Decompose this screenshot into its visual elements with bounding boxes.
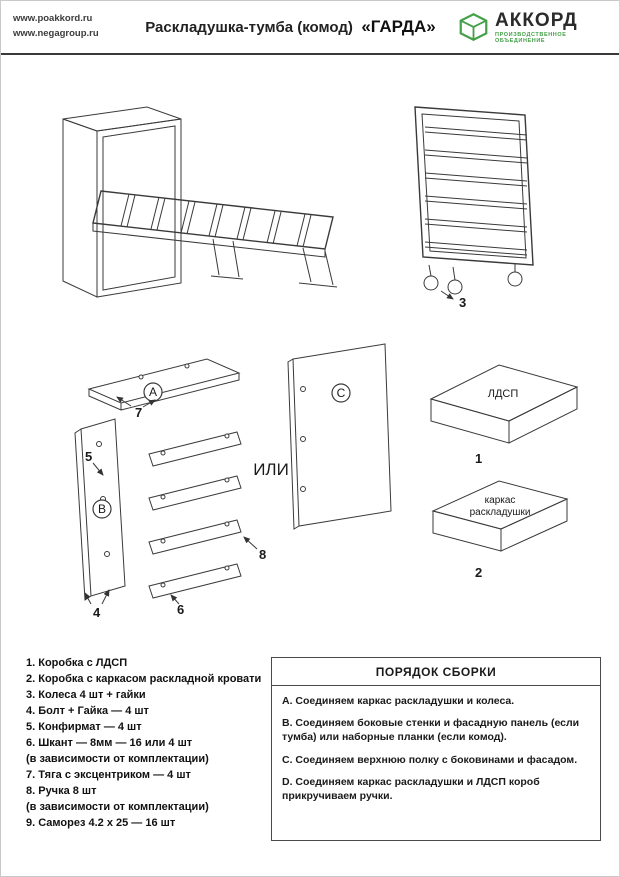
parts-item: 6. Шкант — 8мм — 16 или 4 шт — [26, 737, 193, 749]
parts-item: 2. Коробка с каркасом раскладной кровати — [26, 673, 262, 685]
frame-box-label-line2: раскладушки — [470, 507, 531, 518]
assembly-step-b: B. Соединяем боковые стенки и фасадную п… — [282, 717, 580, 744]
parts-item: 9. Саморез 4.2 х 25 — 16 шт — [26, 817, 176, 829]
brand-name: АККОРД — [495, 9, 578, 31]
product-name: «ГАРДА» — [361, 17, 436, 36]
or-text: ИЛИ — [253, 460, 289, 479]
page-title-text: Раскладушка-тумба (комод) — [145, 19, 353, 36]
parts-item-note: (в зависимости от комплектации) — [26, 753, 209, 765]
label-7: 7 — [135, 405, 142, 420]
assembly-order-box: ПОРЯДОК СБОРКИ A. Соединяем каркас раскл… — [271, 657, 601, 841]
label-1: 1 — [475, 451, 482, 466]
label-3: 3 — [459, 295, 466, 310]
panel-c-label: C — [337, 386, 346, 400]
folded-bed-drawing: 3 — [414, 106, 534, 310]
assembly-step-d: D. Соединяем каркас раскладушки и ЛДСП к… — [282, 775, 540, 802]
ldsp-box-label: ЛДСП — [488, 388, 519, 400]
parts-item: 1. Коробка с ЛДСП — [26, 657, 128, 669]
parts-item: 4. Болт + Гайка — 4 шт — [26, 705, 149, 717]
assembly-diagrams: 3 A 7 B 5 — [62, 106, 579, 620]
parts-item-note: (в зависимости от комплектации) — [26, 801, 209, 813]
panel-a-label: A — [149, 385, 157, 399]
diagram-area: 3 A 7 B 5 — [1, 59, 619, 656]
assembly-step-a: A. Соединяем каркас раскладушки и колеса… — [282, 695, 515, 707]
frame-box-label-line1: каркас — [485, 495, 516, 506]
label-4: 4 — [93, 605, 101, 620]
assembly-order-title: ПОРЯДОК СБОРКИ — [272, 665, 600, 686]
panel-b-label: B — [98, 502, 106, 516]
url-negagroup: www.negagroup.ru — [13, 28, 99, 39]
frame-box-drawing: каркас раскладушки 2 — [431, 480, 569, 580]
exploded-cabinet-drawing: A 7 B 5 4 — [74, 343, 392, 620]
site-urls: www.poakkord.ru www.negagroup.ru — [13, 12, 123, 41]
parts-item: 7. Тяга с эксцентриком — 4 шт — [26, 769, 191, 781]
label-5: 5 — [85, 449, 92, 464]
parts-item: 8. Ручка 8 шт — [26, 785, 97, 797]
parts-item: 5. Конфирмат — 4 шт — [26, 721, 142, 733]
label-8: 8 — [259, 547, 266, 562]
parts-list: 1. Коробка с ЛДСП 2. Коробка с каркасом … — [26, 656, 266, 832]
box-cube-icon — [459, 13, 488, 41]
ldsp-box-drawing: ЛДСП 1 — [429, 364, 579, 466]
page-title: Раскладушка-тумба (комод) «ГАРДА» — [123, 17, 458, 37]
parts-item: 3. Колеса 4 шт + гайки — [26, 689, 146, 701]
brand-subtitle: ПРОИЗВОДСТВЕННОЕ ОБЪЕДИНЕНИЕ — [495, 31, 567, 44]
cabinet-with-bed-drawing — [62, 106, 338, 298]
brand-logo: АККОРД ПРОИЗВОДСТВЕННОЕ ОБЪЕДИНЕНИЕ — [458, 10, 608, 44]
label-2: 2 — [475, 565, 482, 580]
url-poakkord: www.poakkord.ru — [13, 13, 93, 25]
assembly-step-c: C. Соединяем верхнюю полку с боковинами … — [282, 753, 578, 766]
header: www.poakkord.ru www.negagroup.ru Расклад… — [1, 1, 619, 55]
label-6: 6 — [177, 602, 184, 617]
brand-text: АККОРД ПРОИЗВОДСТВЕННОЕ ОБЪЕДИНЕНИЕ — [495, 11, 608, 44]
